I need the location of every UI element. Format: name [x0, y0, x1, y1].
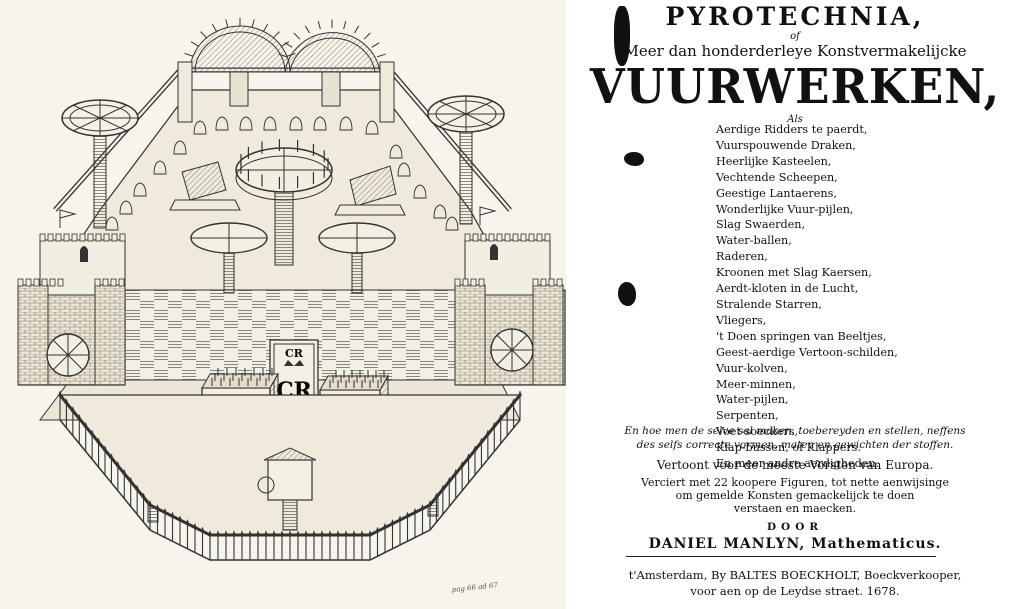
plates-line-1: Verciert met 22 koopere Figuren, tot net…	[641, 476, 949, 489]
fireworks-list-item: Water-ballen,	[716, 234, 792, 248]
wheel-table-right	[318, 222, 396, 294]
mortar-left	[169, 161, 241, 211]
fireworks-list-item: Water-pijlen,	[716, 393, 789, 407]
fireworks-list-item: Aerdt-kloten in de Lucht,	[716, 282, 859, 296]
fireworks-list-item: Vuur-kolven,	[716, 361, 788, 375]
fireworks-list-item: Vliegers,	[716, 313, 767, 327]
author-line: DANIEL MANLYN, Mathematicus.	[648, 536, 942, 552]
left-wheel-pole	[61, 99, 139, 229]
fireworks-list-item: Voet-soeckers,	[716, 425, 799, 439]
fireworks-list-item: Serpenten,	[716, 409, 779, 423]
left-castle	[17, 209, 126, 386]
fireworks-list-item: Wonderlijke Vuur-pijlen,	[716, 202, 854, 216]
description-line-1: En hoe men de selve sal maken, toebereyd…	[624, 425, 966, 437]
right-wheel-pole	[427, 95, 505, 225]
engraving-plate: CR CR	[0, 0, 566, 609]
fireworks-stage-illustration: CR CR	[17, 17, 566, 594]
plates-line-2: om gemelde Konsten gemackelijck te doen	[675, 489, 915, 502]
imprint-line-2: voor aen op de Leydse straet. 1678.	[690, 584, 900, 598]
cr-monogram-small: CR	[285, 347, 304, 360]
rear-fan-left	[189, 25, 291, 107]
ink-blot	[614, 6, 630, 66]
rear-fan-right	[284, 32, 381, 107]
door-label: DOOR	[766, 521, 824, 533]
fireworks-list-item: Stralende Starren,	[716, 297, 822, 311]
fireworks-list-item: Klap-bussen, of Klappers.	[716, 441, 861, 455]
shown-to-line: Vertoont voor de meeste Vorsten van Euro…	[656, 458, 934, 472]
fireworks-list-item: Geest-aerdige Vertoon-schilden,	[716, 345, 898, 359]
fireworks-list-item: Heerlijke Kasteelen,	[716, 154, 832, 168]
ink-blot	[624, 152, 644, 166]
title-vuurwerken: VUURWERKEN,	[589, 58, 1001, 115]
fireworks-list-item: Aerdige Ridders te paerdt,	[716, 123, 868, 136]
fireworks-list-item: 't Doen springen van Beeltjes,	[716, 329, 887, 343]
gate-pavilion	[257, 447, 317, 531]
title-als: Als	[787, 114, 803, 125]
mortar-right	[334, 165, 406, 216]
fireworks-list: Aerdige Ridders te paerdt, Vuurspouwende …	[716, 122, 898, 472]
plates-line-3: verstaen en maecken.	[733, 502, 857, 515]
fireworks-list-item: Vechtende Scheepen,	[716, 170, 838, 184]
fireworks-list-item: Vuurspouwende Draken,	[716, 138, 856, 152]
fireworks-list-item: Raderen,	[716, 250, 768, 264]
title-pyrotechnia: PYROTECHNIA,	[665, 2, 925, 31]
description-line-2: des selfs correcte vormen, maten en gewi…	[636, 439, 954, 451]
imprint-line-1: t'Amsterdam, By BALTES BOECKHOLT, Boeckv…	[628, 568, 962, 582]
plate-annotation: pag 66 ad 67	[451, 581, 498, 594]
title-page: PYROTECHNIA, of Meer dan honderderleye K…	[566, 0, 1024, 609]
fireworks-list-item: En meer andre aerdigheden.	[716, 457, 880, 471]
fireworks-list-item: Geestige Lantaerens,	[716, 186, 837, 200]
imprint-rule	[626, 556, 936, 557]
fireworks-list-item: Slag Swaerden,	[716, 218, 806, 232]
fireworks-list-item: Kroonen met Slag Kaersen,	[716, 266, 872, 280]
fireworks-list-item: Meer-minnen,	[716, 377, 796, 391]
ink-blot	[618, 282, 636, 306]
central-wheel-tower	[235, 147, 333, 266]
wheel-table-left	[190, 222, 268, 294]
subtitle: Meer dan honderderleye Konstvermakelijck…	[623, 42, 967, 60]
title-of: of	[790, 31, 800, 42]
